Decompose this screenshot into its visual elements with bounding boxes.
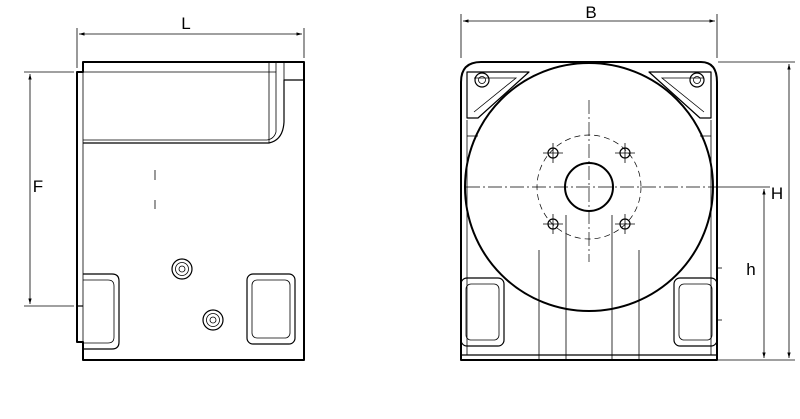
dimension-L: L: [76, 14, 305, 68]
bolt-hole-bottom-right: [615, 214, 635, 234]
dimension-H: H: [718, 61, 795, 361]
grease-nipple-upper: [171, 258, 193, 280]
grease-nipple-lower: [202, 309, 224, 331]
bolt-hole-bottom-left: [543, 214, 563, 234]
dimension-h: h: [716, 186, 770, 358]
mounting-hole-top-left: [474, 72, 490, 88]
dimension-F: F: [24, 71, 74, 307]
dimension-label-F: F: [33, 177, 43, 196]
front-view: [460, 61, 722, 361]
side-view: [76, 61, 305, 361]
gusset-left: [466, 71, 530, 119]
front-housing-outline: [460, 61, 718, 361]
side-left-pocket: [83, 273, 120, 350]
dimension-label-H: H: [771, 184, 783, 203]
gusset-right: [648, 71, 712, 119]
bolt-hole-top-right: [615, 143, 635, 163]
dimension-label-B: B: [585, 3, 596, 22]
front-left-pocket: [460, 277, 505, 347]
dimension-B: B: [460, 3, 718, 58]
bolt-hole-top-left: [543, 143, 563, 163]
dimension-label-h: h: [746, 260, 755, 279]
mounting-hole-top-right: [689, 72, 705, 88]
side-housing-outline: [76, 61, 305, 361]
front-right-pocket: [673, 277, 718, 347]
dimension-label-L: L: [181, 14, 190, 33]
side-right-pocket: [246, 273, 296, 345]
side-top-block: [83, 79, 304, 144]
